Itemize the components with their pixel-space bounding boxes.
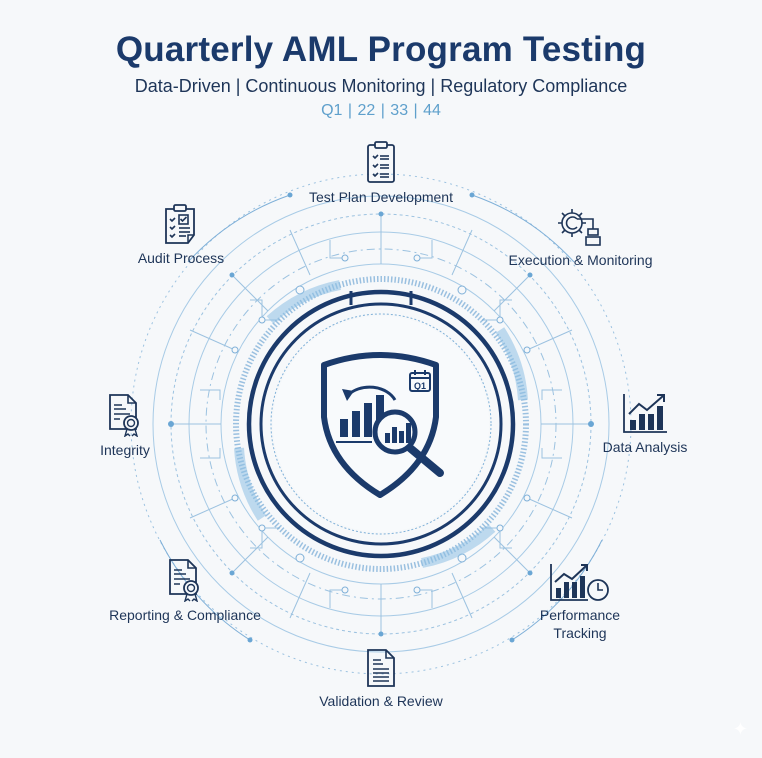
page-subtitle: Data-Driven | Continuous Monitoring | Re… — [134, 76, 628, 96]
chart-clock-icon — [550, 564, 609, 601]
node-label: Audit Process — [137, 250, 225, 266]
node-audit-process: Audit Process — [126, 203, 236, 267]
node-execution-monitoring: Execution & Monitoring — [498, 205, 663, 269]
node-performance-tracking: Performance Tracking — [530, 562, 630, 642]
quarter-labels: Q1 | 22 | 33 | 44 — [321, 102, 441, 119]
gear-flow-icon — [557, 209, 601, 246]
node-test-plan-development: Test Plan Development — [281, 140, 481, 206]
node-label: Integrity — [100, 442, 150, 458]
node-label-line2: Tracking — [553, 625, 607, 641]
document-icon — [367, 649, 395, 687]
node-label: Test Plan Development — [309, 189, 453, 205]
node-integrity: Integrity — [90, 393, 160, 459]
node-label: Data Analysis — [602, 439, 688, 455]
calendar-quarter-label: Q1 — [414, 381, 426, 391]
node-reporting-compliance: Reporting & Compliance — [100, 558, 270, 624]
node-validation-review: Validation & Review — [291, 648, 471, 710]
node-label-line1: Performance — [539, 607, 621, 623]
clipboard-checklist-icon — [367, 141, 395, 183]
shield-analytics-icon: Q1 — [321, 352, 444, 498]
node-label: Validation & Review — [319, 693, 443, 709]
sparkle-icon: ✦ — [732, 719, 748, 739]
certificate-document-icon — [109, 394, 139, 437]
bar-chart-trend-icon — [623, 394, 667, 433]
node-label: Reporting & Compliance — [109, 607, 261, 623]
page-title: Quarterly AML Program Testing — [115, 30, 647, 69]
node-data-analysis: Data Analysis — [590, 392, 700, 456]
certificate-document-icon — [169, 559, 199, 602]
audit-clipboard-icon — [165, 204, 195, 244]
node-label: Execution & Monitoring — [508, 252, 653, 268]
